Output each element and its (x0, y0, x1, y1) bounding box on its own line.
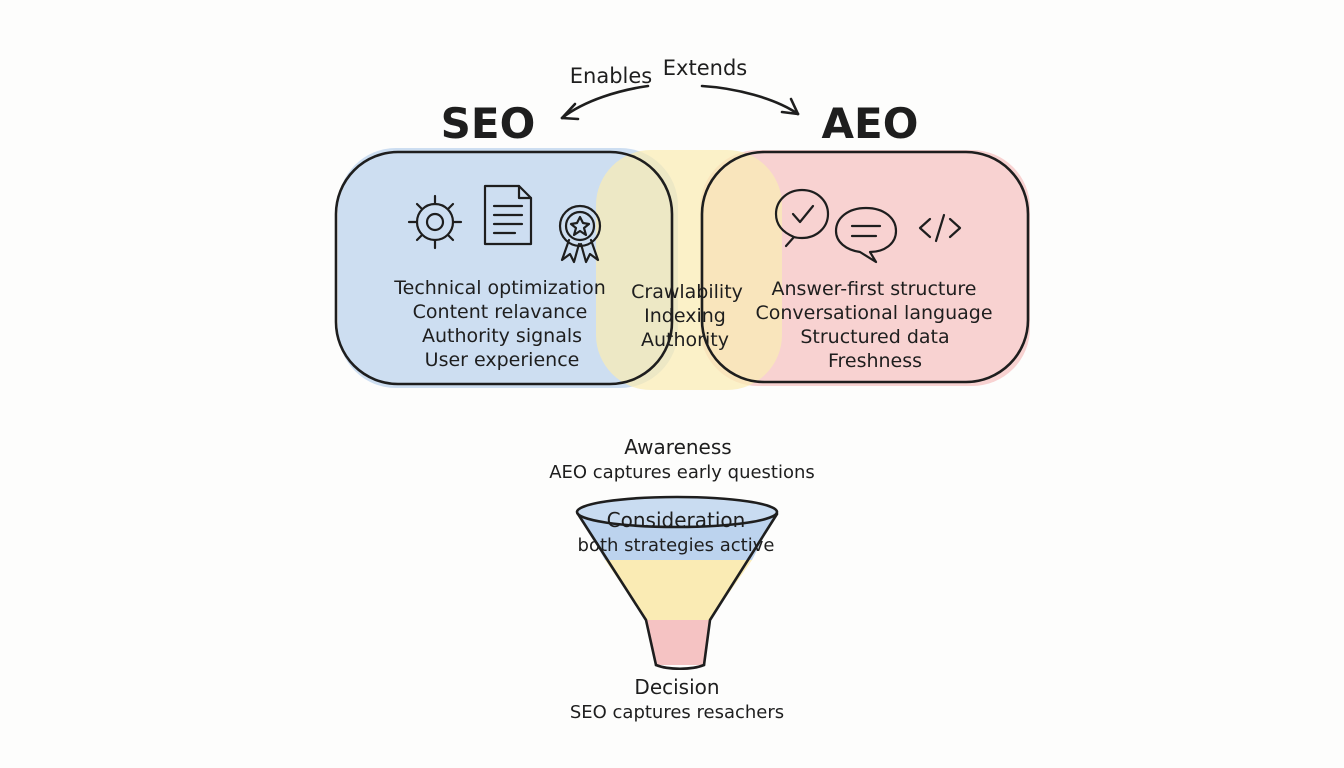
aeo-region-fill (700, 150, 1030, 386)
code-icon (918, 213, 962, 243)
aeo-item: Freshness (828, 350, 922, 372)
enables-label: Enables (570, 64, 652, 88)
seo-item: Authority signals (422, 325, 582, 347)
funnel-stage-note: AEO captures early questions (549, 462, 815, 483)
extends-label: Extends (663, 56, 747, 80)
funnel-stage-title: Awareness (624, 435, 731, 459)
funnel-stage-note: SEO captures resachers (570, 702, 784, 723)
aeo-box (700, 150, 1030, 384)
document-icon (483, 184, 533, 246)
check-speech-bubble-icon (774, 188, 830, 248)
seo-item: Content relavance (413, 301, 588, 323)
funnel-consideration-section (605, 560, 752, 620)
funnel-decision-section (646, 620, 710, 665)
overlap-item: Indexing (644, 305, 726, 327)
seo-item: Technical optimization (393, 277, 606, 299)
funnel-stage-note: both strategies active (578, 535, 775, 556)
seo-box (334, 150, 674, 386)
gear-icon (407, 194, 463, 250)
aeo-item: Conversational language (755, 302, 992, 324)
extends-arrow (700, 84, 800, 116)
chat-bubble-icon (834, 206, 898, 264)
aeo-item: Answer-first structure (771, 278, 976, 300)
overlap-region-fill (596, 150, 782, 390)
aeo-title: AEO (822, 99, 919, 148)
seo-title: SEO (441, 99, 536, 148)
aeo-item: Structured data (800, 326, 949, 348)
overlap-item: Authority (641, 329, 729, 351)
enables-arrow (560, 84, 650, 121)
funnel-rim (577, 497, 777, 527)
seo-item: User experience (425, 349, 580, 371)
funnel-stage-title: Decision (634, 675, 719, 699)
funnel-stage-title: Consideration (607, 508, 746, 532)
overlap-item: Crawlability (631, 281, 743, 303)
funnel (575, 495, 779, 671)
award-badge-icon (558, 204, 602, 264)
